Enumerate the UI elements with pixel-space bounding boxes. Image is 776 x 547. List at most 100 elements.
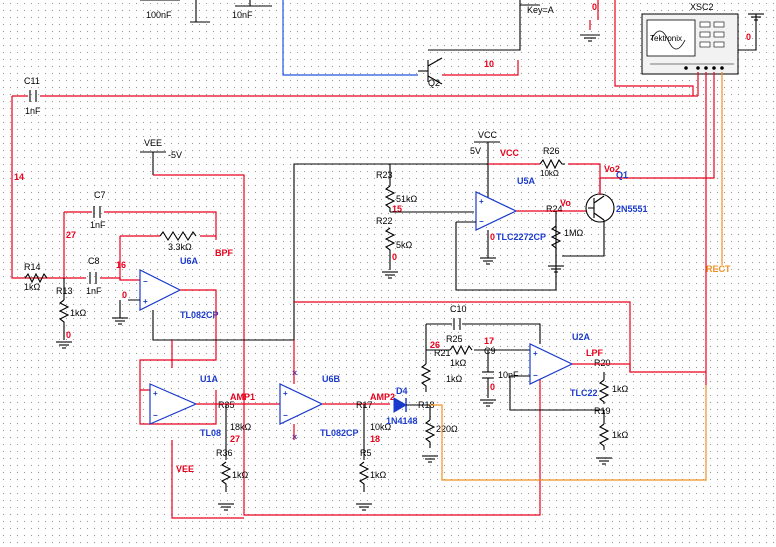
probe-vo2[interactable] [620,72,715,179]
wire-u2a-feedback[interactable] [509,372,605,411]
wire-net0-top[interactable] [589,0,599,30]
opamp-u5a[interactable] [475,191,518,231]
c8-label: C8 [88,256,100,266]
wire-c10[interactable] [426,323,541,344]
r-18k-value: 18kΩ [230,422,252,432]
u2a-plus: + [533,349,538,358]
wire-u1a-vee[interactable] [171,440,244,519]
wire-u6a-in[interactable] [119,236,140,281]
wire-q1-collector[interactable] [599,177,620,195]
transistor-q2[interactable] [418,57,443,85]
wire-u6a-out[interactable] [139,289,217,391]
capacitor-c7[interactable] [93,206,101,218]
transistor-q1[interactable] [585,193,615,223]
r23-value: 51kΩ [396,194,418,204]
resistor-r22[interactable] [384,227,396,270]
u6b-nc-mark-2: × [292,432,297,442]
r14-label: R14 [24,262,41,272]
u6a-label: U6A [180,256,199,266]
cap-10nf-value: 10nF [232,10,253,20]
wire-scope-ground[interactable] [738,14,757,51]
r24-label: R24 [546,204,563,214]
resistor-r23[interactable] [384,185,396,212]
c8-value: 1nF [86,286,102,296]
wire-r21[interactable] [426,349,530,372]
net-17-label: 17 [484,336,494,346]
wire-vee-loop[interactable] [153,174,541,516]
resistor-r5[interactable] [358,461,370,492]
resistor-r18[interactable] [424,419,436,448]
capacitor-c11[interactable] [29,90,37,102]
tektronix-brand: Tektronix [650,34,682,43]
vo2-label: Vo2 [604,164,620,174]
r3-value: 3.3kΩ [168,242,192,252]
wire-blue-q2[interactable] [282,0,418,76]
r22-value: 5kΩ [396,240,413,250]
wire-q2-net10[interactable] [442,60,519,76]
u6b-minus: − [283,411,288,420]
cap-100nf-value: 100nF [146,10,172,20]
ground-u6a [112,317,128,325]
resistor-r26[interactable] [539,158,565,170]
capacitor-c9[interactable] [482,371,494,379]
wire-q1-emitter[interactable] [562,220,605,257]
resistor-r3[interactable] [159,230,197,242]
wire-rect-orange[interactable] [430,385,707,481]
ground-r18 [422,455,438,463]
r23-label: R23 [376,170,393,180]
lpf-label: LPF [586,348,604,358]
net-0-d: 0 [490,232,495,242]
resistor-r14[interactable] [24,272,48,284]
resistor-r13[interactable] [58,299,70,340]
net-10-label: 10 [484,59,494,69]
net-27-label: 27 [66,230,76,240]
wire-u1a-loop[interactable] [139,340,217,425]
opamp-u1a[interactable] [149,383,198,425]
wire-u5a-feedback[interactable] [455,211,557,291]
wire-left-14[interactable] [11,96,25,279]
vcc-label: VCC [478,130,498,140]
opamp-u6b[interactable] [279,383,324,425]
u6a-minus: − [143,277,148,286]
opamp-u2a[interactable] [529,343,574,385]
wire-u6a-plus[interactable] [119,299,140,318]
resistor-r20[interactable] [598,379,610,404]
tl082cp-b-label: TL082CP [320,428,359,438]
tlc2272cp-a-label: TLC2272CP [496,232,546,242]
wire-u2a-out[interactable] [572,363,706,373]
resistor-1m[interactable] [550,225,562,262]
ground-scope [748,13,764,21]
ground-r19 [596,457,612,465]
tl082cp-a-label: TL082CP [180,310,219,320]
r36-label: R36 [216,448,233,458]
net-27b-label: 27 [230,434,240,444]
net-0-c: 0 [392,252,397,262]
wire-mid-net[interactable] [294,301,631,372]
diode-d4[interactable] [393,397,407,413]
vee-supply[interactable] [140,151,166,175]
wire-q2-collector[interactable] [428,0,521,51]
r13-label: R13 [56,286,73,296]
d4-part: 1N4148 [386,416,418,426]
r-10k-value: 10kΩ [370,422,392,432]
resistor-r21[interactable] [449,344,473,356]
resistor-1k-mid[interactable] [420,363,432,392]
u1a-plus: + [153,389,158,398]
u5a-label: U5A [517,176,536,186]
u6b-plus: + [283,389,288,398]
vcc-supply[interactable] [474,141,500,200]
opamp-u6a[interactable] [139,269,182,311]
key-label: Key=A [527,5,554,15]
oscilloscope-xsc2[interactable] [641,13,739,75]
net-26-label: 26 [430,340,440,350]
wire-c7[interactable] [63,211,217,278]
resistor-r19[interactable] [598,423,610,450]
r18-value: 220Ω [436,424,458,434]
resistor-r36[interactable] [220,461,232,492]
c9-value: 10nF [498,370,519,380]
capacitor-c8[interactable] [89,272,97,284]
wire-top-frame[interactable] [614,0,694,96]
capacitor-c10[interactable] [453,318,461,330]
r5-label: R5 [360,448,372,458]
